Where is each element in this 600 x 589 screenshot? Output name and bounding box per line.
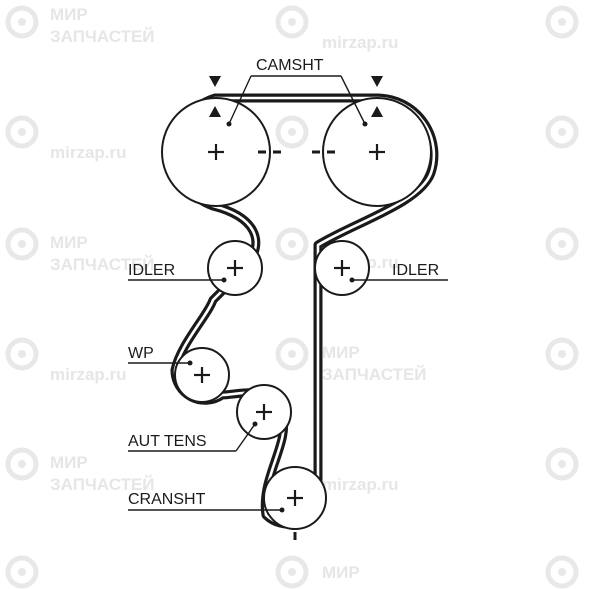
- watermark-logo-icon: [275, 227, 309, 261]
- watermark-logo-icon: [275, 555, 309, 589]
- watermark-url: mirzap.ru: [322, 475, 399, 494]
- idler-left-label: IDLER: [128, 262, 175, 279]
- idler-right-label: IDLER: [392, 262, 439, 279]
- watermark-logo-icon: [275, 115, 309, 149]
- watermark-logo-icon: [5, 5, 39, 39]
- watermark-logo-icon: [5, 555, 39, 589]
- idler-left-callout: IDLER: [128, 262, 227, 283]
- water-pump-pulley: [174, 347, 230, 403]
- crankshaft-label: CRANSHT: [128, 491, 206, 508]
- water-pump-label: WP: [128, 345, 154, 362]
- crankshaft-pulley: [263, 466, 327, 530]
- timing-arrow-right-icon: [371, 76, 383, 117]
- watermark-line2: ЗАПЧАСТЕЙ: [50, 475, 155, 494]
- auto-tensioner-pulley: [236, 384, 292, 440]
- timing-arrow-left-icon: [209, 76, 221, 117]
- watermark-line1: МИР: [50, 233, 88, 252]
- idler-right-callout: IDLER: [349, 262, 448, 283]
- watermark-url: mirzap.ru: [50, 365, 127, 384]
- water-pump-callout: WP: [128, 345, 193, 366]
- camshaft-callout: CAMSHT: [226, 57, 368, 127]
- watermark-logo-icon: [5, 337, 39, 371]
- watermark-logo-icon: [545, 5, 579, 39]
- watermark-line2: ЗАПЧАСТЕЙ: [322, 365, 427, 384]
- watermark-logo-icon: [545, 337, 579, 371]
- camshaft-pulley-left: [161, 97, 271, 207]
- watermark-logo-icon: [545, 555, 579, 589]
- watermark-logo-icon: [5, 227, 39, 261]
- camshaft-label: CAMSHT: [256, 57, 324, 74]
- auto-tensioner-label: AUT TENS: [128, 433, 207, 450]
- timing-marks: [258, 150, 335, 540]
- watermark-logo-icon: [5, 447, 39, 481]
- watermark-line1: МИР: [322, 343, 360, 362]
- watermark-logo-icon: [545, 115, 579, 149]
- camshaft-pulley-right: [322, 97, 432, 207]
- watermark-logo-icon: [275, 337, 309, 371]
- idler-pulley-left: [207, 240, 263, 296]
- watermark-logo-icon: [545, 227, 579, 261]
- watermark-line2: ЗАПЧАСТЕЙ: [50, 255, 155, 274]
- watermark-line1: МИР: [50, 5, 88, 24]
- watermark-logo-icon: [545, 447, 579, 481]
- idler-pulley-right: [314, 240, 370, 296]
- watermark-logo-icon: [275, 5, 309, 39]
- watermark-line1: МИР: [322, 563, 360, 582]
- watermark-url: mirzap.ru: [50, 143, 127, 162]
- watermark-line2: ЗАПЧАСТЕЙ: [50, 27, 155, 46]
- watermark-logo-icon: [5, 115, 39, 149]
- watermark-url: mirzap.ru: [322, 33, 399, 52]
- auto-tensioner-callout: AUT TENS: [128, 421, 258, 452]
- crankshaft-callout: CRANSHT: [128, 491, 285, 513]
- watermark-line1: МИР: [50, 453, 88, 472]
- watermark-layer: МИР ЗАПЧАСТЕЙ mirzap.ru mirzap.ru МИР ЗА…: [5, 5, 579, 589]
